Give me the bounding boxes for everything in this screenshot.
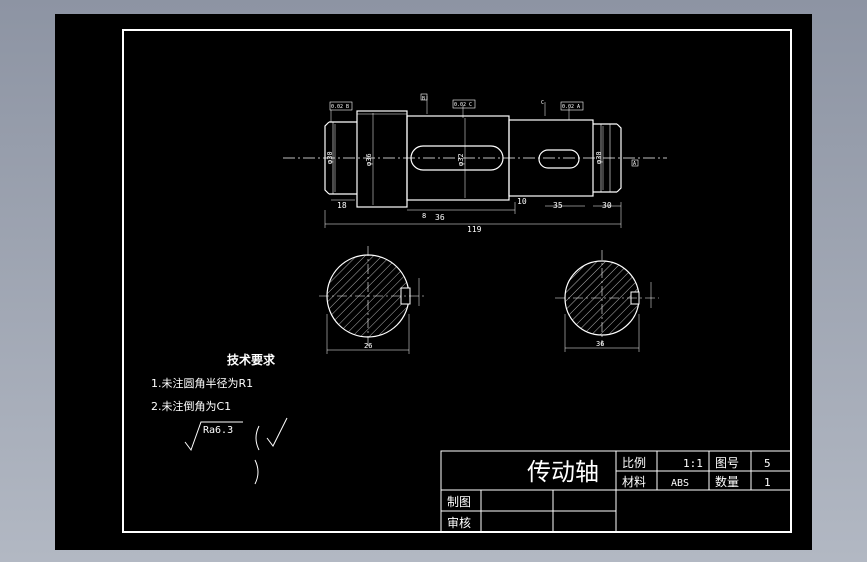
section-view-left (319, 246, 425, 354)
tolerance-frame-2: 0.02 C (454, 102, 472, 108)
dim-section-1-width: 26 (364, 342, 372, 350)
quantity-value: 1 (764, 476, 771, 489)
dim-diam-left: φ30 (326, 151, 334, 164)
quantity-label: 数量 (715, 474, 739, 489)
dim-keyway-length-1: 36 (435, 213, 445, 222)
datum-b-label: B (422, 96, 425, 102)
scale-value: 1:1 (683, 457, 703, 470)
material-label: 材料 (622, 475, 646, 489)
shaft-main-view (283, 93, 667, 228)
dim-section-2-width: 36 (596, 340, 604, 348)
dim-segment-mid: 10 (517, 197, 527, 206)
datum-c-label: C (541, 100, 544, 106)
drawing-no-value: 5 (764, 457, 771, 470)
drawing-svg: 36 119 35 18 10 30 8 φ30 φ36 φ32 φ30 0.0… (122, 29, 792, 533)
title-block (440, 450, 792, 533)
section-view-right (555, 250, 659, 352)
dim-segment-right: 30 (602, 201, 612, 210)
roughness-value: Ra6.3 (203, 425, 233, 436)
datum-a-label: A (633, 161, 636, 167)
scale-label: 比例 (622, 456, 646, 470)
dim-keyway-length-2: 35 (553, 201, 563, 210)
part-name: 传动轴 (527, 458, 599, 486)
tech-req-item-2: 2.未注倒角为C1 (151, 399, 231, 413)
checked-label: 审核 (447, 515, 471, 530)
dim-diam-right: φ30 (595, 151, 603, 164)
dim-diam-collar: φ36 (365, 153, 373, 166)
drawing-canvas[interactable]: 36 119 35 18 10 30 8 φ30 φ36 φ32 φ30 0.0… (55, 14, 812, 550)
dim-segment-left: 18 (337, 201, 347, 210)
dim-gap-left: 8 (422, 212, 426, 220)
tech-req-item-1: 1.未注圆角半径为R1 (151, 376, 253, 390)
tech-req-title: 技术要求 (227, 352, 276, 367)
dim-diam-mid: φ32 (457, 153, 465, 166)
tolerance-frame-3: 0.02 A (562, 104, 580, 110)
roughness-symbol (184, 417, 288, 485)
material-value: ABS (671, 478, 689, 489)
drawn-label: 制图 (447, 495, 471, 509)
drawing-no-label: 图号 (715, 456, 739, 470)
dim-total-length: 119 (467, 225, 482, 234)
tolerance-frame-1: 0.02 B (331, 104, 349, 110)
